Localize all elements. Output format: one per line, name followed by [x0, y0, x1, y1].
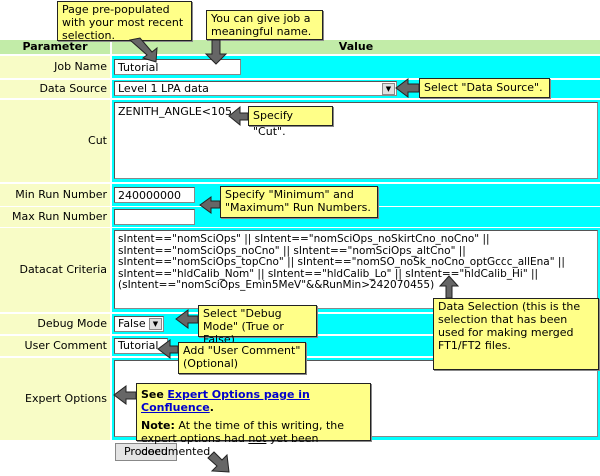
criteria-line: sIntent=="nomSciOps" || sIntent=="nomSci… [118, 233, 490, 245]
note-text-end: yet been documented. [141, 432, 319, 458]
expert-see-text: See [141, 388, 164, 401]
max-run-input[interactable] [114, 209, 195, 225]
min-run-label: Min Run Number [0, 184, 110, 206]
data-source-label: Data Source [0, 80, 110, 98]
note-prepopulated: Page pre-populated with your most recent… [57, 1, 192, 42]
proceed-button[interactable]: Proceed [115, 443, 177, 461]
datacat-cell: sIntent=="nomSciOps" || sIntent=="nomSci… [112, 228, 600, 312]
note-user-comment: Add "User Comment" (Optional) [178, 342, 306, 374]
note-data-selection: Data Selection (this is the selection th… [433, 298, 599, 370]
note-job-name: You can give job a meaningful name. [206, 10, 323, 40]
debug-select[interactable]: False ▼ [114, 316, 164, 332]
debug-label: Debug Mode [0, 314, 110, 334]
note-not: not [248, 432, 267, 445]
parameter-column-header: Parameter [0, 40, 110, 54]
criteria-line: (sIntent=="nomSciOps_Emin5MeV"&&RunMin>2… [118, 279, 435, 291]
job-name-cell: Tutorial [112, 56, 600, 78]
criteria-line: sIntent=="nomSciOps_topCno" || sIntent==… [118, 256, 565, 268]
cut-label: Cut [0, 100, 110, 182]
comment-label: User Comment [0, 336, 110, 356]
comment-input[interactable]: Tutorial [114, 338, 168, 354]
criteria-line: sIntent=="nomSciOps_noCno" || sIntent=="… [118, 244, 466, 257]
job-name-input[interactable]: Tutorial [114, 59, 241, 75]
expert-options-link[interactable]: Expert Options page in Confluence [141, 388, 310, 414]
chevron-down-icon[interactable]: ▼ [149, 318, 162, 330]
note-text: At the time of this writing, the expert … [141, 419, 345, 445]
job-name-label: Job Name [0, 56, 110, 78]
note-debug: Select "Debug Mode" (True or False) [198, 305, 317, 346]
chevron-down-icon[interactable]: ▼ [382, 83, 395, 95]
note-run-numbers: Specify "Minimum" and "Maximum" Run Numb… [220, 186, 378, 218]
data-source-value: Level 1 LPA data [118, 82, 209, 95]
data-source-select[interactable]: Level 1 LPA data ▼ [114, 81, 397, 96]
note-label: Note: [141, 419, 175, 432]
criteria-line: sIntent=="hldCalib_Nom" || sIntent=="hld… [118, 267, 539, 280]
note-data-source: Select "Data Source". [419, 78, 550, 98]
cut-textarea[interactable]: ZENITH_ANGLE<105 [114, 102, 598, 179]
debug-value: False [118, 317, 146, 330]
expert-period: . [209, 401, 214, 414]
expert-label: Expert Options [0, 358, 110, 440]
value-column-header: Value [112, 40, 600, 54]
note-expert-options: See Expert Options page in Confluence. N… [136, 383, 371, 458]
min-run-input[interactable]: 240000000 [114, 187, 195, 203]
datacat-label: Datacat Criteria [0, 228, 110, 312]
cut-cell: ZENITH_ANGLE<105 [112, 100, 600, 182]
datacat-textarea[interactable]: sIntent=="nomSciOps" || sIntent=="nomSci… [114, 230, 598, 309]
max-run-label: Max Run Number [0, 207, 110, 227]
note-cut: Specify "Cut". [248, 106, 333, 138]
